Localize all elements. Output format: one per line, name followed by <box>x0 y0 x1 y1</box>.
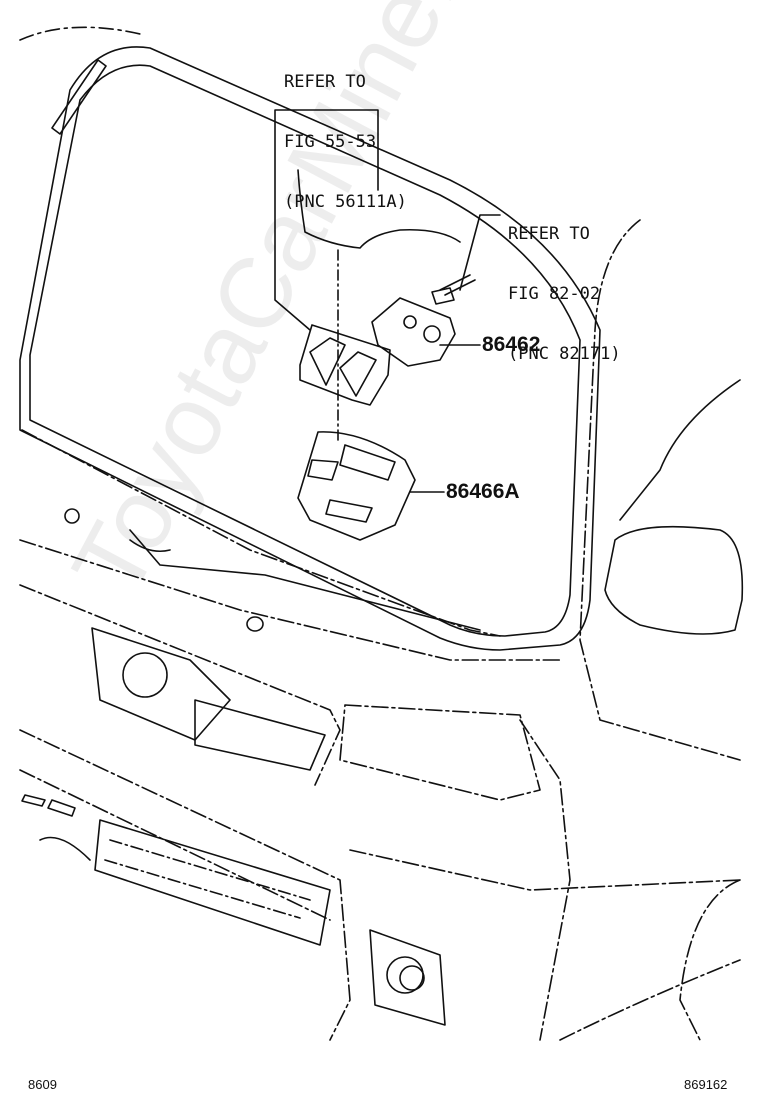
bracket-part <box>299 324 391 406</box>
windshield-inner <box>29 64 581 637</box>
part-number-cover: 86466A <box>446 480 520 503</box>
callout-line: (PNC 56111A) <box>284 192 407 212</box>
roof-edge <box>19 26 141 41</box>
part-number-lamp: 86462 <box>482 333 541 356</box>
a-pillar <box>579 219 741 761</box>
wheel-arch <box>679 879 741 1041</box>
footer-left-code: 8609 <box>28 1077 57 1092</box>
wire-reference-callout: REFER TO FIG 82-02 (PNC 82171) <box>508 184 621 384</box>
leader-wire <box>459 214 501 291</box>
hood-front <box>19 584 341 786</box>
lamp-part <box>371 297 456 367</box>
emblem <box>122 652 168 698</box>
cover-part <box>297 431 416 541</box>
wiper-arm <box>21 429 501 637</box>
leader-windshield <box>274 109 379 331</box>
callout-line: REFER TO <box>284 72 366 92</box>
fog-lamp <box>369 929 446 1026</box>
front-bumper <box>19 729 351 1041</box>
headlamp <box>339 704 541 801</box>
windshield-outer <box>19 46 601 651</box>
side-mirror <box>604 525 744 635</box>
front-fender <box>519 719 571 1041</box>
cowl <box>19 539 561 661</box>
callout-line: FIG 82-02 <box>508 284 601 304</box>
mirror-base-outline <box>297 169 461 249</box>
callout-line: REFER TO <box>508 224 590 244</box>
callout-line: (PNC 82171) <box>508 344 621 364</box>
footer-right-code: 869162 <box>684 1077 728 1092</box>
callout-line: FIG 55-53 <box>284 132 377 152</box>
roof-trim <box>51 59 107 135</box>
windshield-reference-callout: REFER TO FIG 55-53 (PNC 56111A) <box>284 32 407 232</box>
